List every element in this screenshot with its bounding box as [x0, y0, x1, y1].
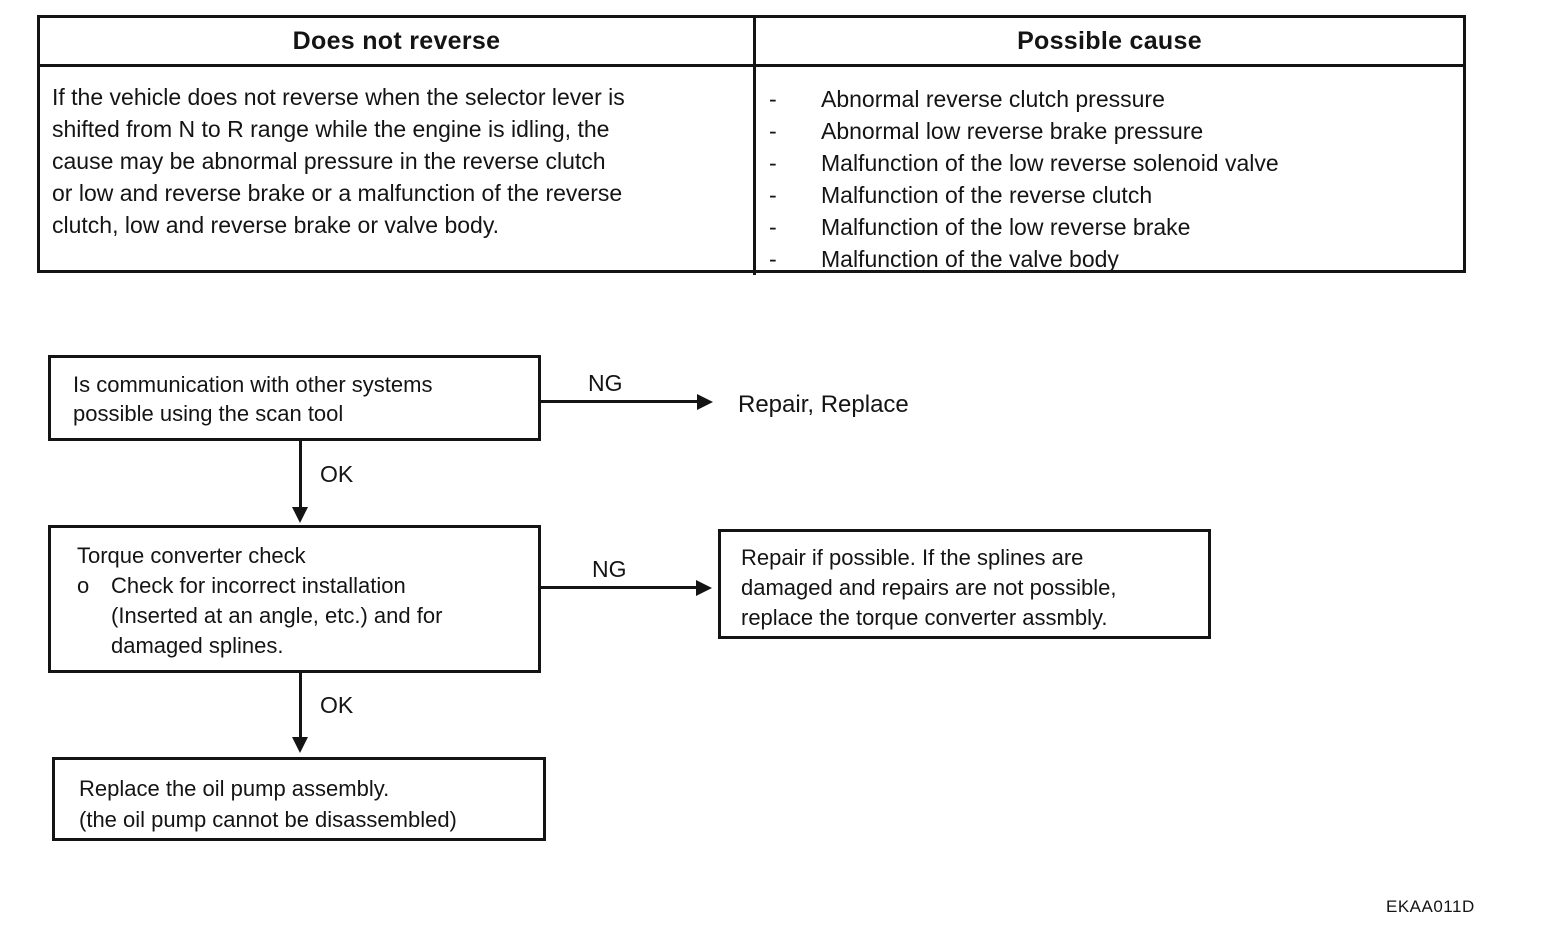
flow-result-text-line: damaged and repairs are not possible,: [741, 575, 1117, 600]
symptom-cell: If the vehicle does not reverse when the…: [40, 67, 756, 275]
symptom-cause-table: Does not reverse Possible cause If the v…: [37, 15, 1466, 275]
dash-bullet: -: [769, 182, 777, 208]
symptom-text-line: If the vehicle does not reverse when the…: [52, 84, 625, 110]
symptom-column-header: Does not reverse: [40, 18, 756, 67]
flow-step-torque-converter: Torque converter check o Check for incor…: [48, 525, 541, 673]
cause-item: - Malfunction of the reverse clutch: [769, 179, 1463, 211]
cause-item: - Malfunction of the valve body: [769, 243, 1463, 275]
cause-item-text: Malfunction of the valve body: [821, 246, 1119, 272]
symptom-text-line: clutch, low and reverse brake or valve b…: [52, 212, 500, 238]
cause-item: - Malfunction of the low reverse solenoi…: [769, 147, 1463, 179]
flow-step-oil-pump: Replace the oil pump assembly. (the oil …: [52, 757, 546, 841]
cause-item: - Malfunction of the low reverse brake: [769, 211, 1463, 243]
arrowhead-down-icon: [292, 737, 308, 753]
cause-item-text: Malfunction of the reverse clutch: [821, 182, 1153, 208]
cause-list: - Abnormal reverse clutch pressure - Abn…: [756, 67, 1463, 275]
dash-bullet: -: [769, 118, 777, 144]
dash-bullet: -: [769, 150, 777, 176]
arrowhead-right-icon: [696, 580, 712, 596]
cause-item-text: Abnormal low reverse brake pressure: [821, 118, 1204, 144]
ng-arrow-line: [541, 400, 699, 403]
cause-item-text: Abnormal reverse clutch pressure: [821, 86, 1165, 112]
symptom-text-line: shifted from N to R range while the engi…: [52, 116, 610, 142]
repair-replace-result: Repair, Replace: [738, 391, 909, 418]
item-marker: o: [77, 573, 90, 598]
dash-bullet: -: [769, 86, 777, 112]
cause-column-header: Possible cause: [756, 18, 1463, 67]
symptom-text-line: cause may be abnormal pressure in the re…: [52, 148, 606, 174]
flow-step-text-line: Is communication with other systems: [73, 372, 433, 397]
dash-bullet: -: [769, 214, 777, 240]
symptom-text-line: or low and reverse brake or a malfunctio…: [52, 180, 623, 206]
ng-arrow-line: [541, 586, 698, 589]
ng-branch-label: NG: [588, 370, 623, 396]
cause-item-text: Malfunction of the low reverse solenoid …: [821, 150, 1279, 176]
flow-result-text-line: Repair if possible. If the splines are: [741, 545, 1084, 570]
ng-branch-label: NG: [592, 556, 627, 582]
checklist-item-text: Check for incorrect installation: [111, 573, 406, 598]
checklist-item-continuation: damaged splines.: [111, 633, 284, 658]
cause-item: - Abnormal reverse clutch pressure: [769, 83, 1463, 115]
flow-result-text-line: replace the torque converter assmbly.: [741, 605, 1108, 630]
ok-branch-label: OK: [320, 461, 354, 487]
arrowhead-down-icon: [292, 507, 308, 523]
flow-step-text-line: (the oil pump cannot be disassembled): [79, 807, 457, 832]
flow-step-text-line: possible using the scan tool: [73, 401, 344, 426]
ok-arrow-line: [299, 673, 302, 739]
arrowhead-right-icon: [697, 394, 713, 410]
flow-step-scan-tool: Is communication with other systems poss…: [48, 355, 541, 441]
ok-branch-label: OK: [320, 692, 354, 718]
dash-bullet: -: [769, 246, 777, 272]
flow-result-torque-converter: Repair if possible. If the splines are d…: [718, 529, 1211, 639]
cause-item-text: Malfunction of the low reverse brake: [821, 214, 1191, 240]
flow-step-text-line: Replace the oil pump assembly.: [79, 776, 390, 801]
figure-code: EKAA011D: [1386, 897, 1475, 916]
ok-arrow-line: [299, 441, 302, 509]
flow-step-title: Torque converter check: [77, 543, 306, 568]
checklist-item-continuation: (Inserted at an angle, etc.) and for: [111, 603, 443, 628]
checklist-item: o Check for incorrect installation: [77, 571, 538, 601]
cause-item: - Abnormal low reverse brake pressure: [769, 115, 1463, 147]
